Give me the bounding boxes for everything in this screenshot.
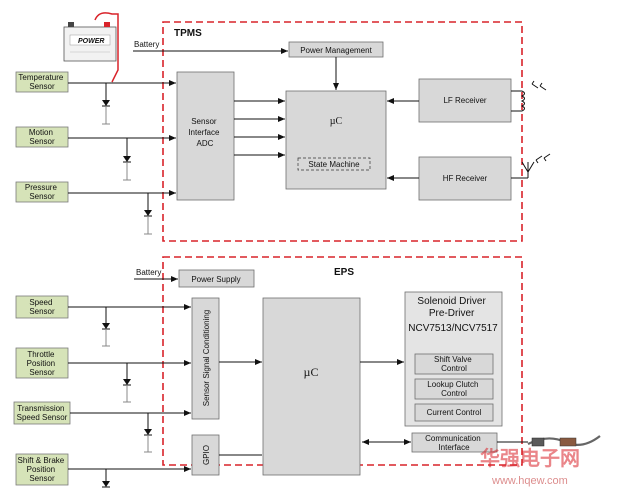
- sensor-interface-label: Sensor Interface ADC: [188, 117, 221, 148]
- pressure-sensor: Pressure Sensor: [15, 181, 69, 203]
- lf-receiver-label: LF Receiver: [443, 96, 486, 105]
- transmission-speed-sensor: Transmission Speed Sensor: [13, 401, 71, 425]
- solenoid-driver-label: Solenoid Driver Pre-Driver NCV7513/NCV75…: [408, 296, 498, 334]
- power-management-label: Power Management: [300, 46, 372, 55]
- temperature-sensor-label: Temperature Sensor: [18, 73, 65, 91]
- pressure-sensor-label: Pressure Sensor: [25, 183, 59, 201]
- eps-uc-label: µC: [304, 365, 319, 379]
- watermark: 华强电子网 www.hqew.com: [480, 446, 580, 487]
- hf-receiver-box: [418, 156, 512, 201]
- speed-sensor: Speed Sensor: [15, 295, 69, 319]
- tpms-uc-box: [285, 90, 387, 190]
- lookup-clutch-control-box: [414, 378, 494, 400]
- eps-boundary: [162, 256, 523, 466]
- power-supply-label: Power Supply: [191, 275, 240, 284]
- gpio-label: GPIO: [202, 445, 211, 465]
- power-supply-box: [178, 269, 255, 288]
- lf-receiver-box: [418, 78, 512, 123]
- eps-diode-taps: [102, 307, 152, 488]
- gpio-box: [191, 434, 220, 476]
- eps-battery-label: Battery: [136, 268, 161, 277]
- watermark-cn: 华强电子网: [480, 446, 580, 470]
- shift-valve-control-box: [414, 353, 494, 375]
- tpms-title: TPMS: [174, 28, 202, 39]
- current-control-box: [414, 403, 494, 422]
- tpms-battery-label: Battery: [134, 40, 159, 49]
- speed-sensor-label: Speed Sensor: [29, 298, 55, 316]
- shift-brake-position-sensor-label: Shift & Brake Position Sensor: [18, 456, 67, 483]
- throttle-position-sensor: Throttle Position Sensor: [15, 347, 69, 379]
- watermark-url: www.hqew.com: [491, 475, 568, 487]
- lf-coil-antenna-icon: [511, 80, 547, 112]
- eps-title: EPS: [334, 267, 354, 278]
- communication-interface-label: Communication Interface: [425, 434, 483, 452]
- state-machine-label: State Machine: [308, 160, 360, 169]
- tpms-uc-label: µC: [330, 116, 343, 127]
- shift-valve-control-label: Shift Valve Control: [434, 355, 474, 373]
- throttle-position-sensor-label: Throttle Position Sensor: [27, 350, 58, 377]
- tpms-diode-taps: [102, 83, 152, 235]
- state-machine-box: [297, 157, 371, 171]
- eps-uc-box: [262, 297, 361, 476]
- tpms-boundary: [162, 21, 523, 242]
- hf-receiver-label: HF Receiver: [443, 174, 488, 183]
- lookup-clutch-control-label: Lookup Clutch Control: [427, 380, 480, 398]
- battery-icon-label: POWER: [78, 38, 104, 45]
- connector-cable-icon: [527, 435, 601, 447]
- signal-conditioning-label: Sensor Signal Conditioning: [202, 310, 211, 407]
- motion-sensor-label: Motion Sensor: [29, 128, 55, 146]
- sensor-interface-box: [176, 71, 235, 201]
- current-control-label: Current Control: [427, 408, 482, 417]
- hf-antenna-icon: [511, 153, 551, 179]
- temperature-sensor: Temperature Sensor: [15, 71, 69, 93]
- shift-brake-position-sensor: Shift & Brake Position Sensor: [15, 453, 69, 486]
- battery-icon: POWER: [63, 12, 119, 83]
- signal-conditioning-box: [191, 297, 220, 420]
- motion-sensor: Motion Sensor: [15, 126, 69, 148]
- transmission-speed-sensor-label: Transmission Speed Sensor: [17, 404, 68, 422]
